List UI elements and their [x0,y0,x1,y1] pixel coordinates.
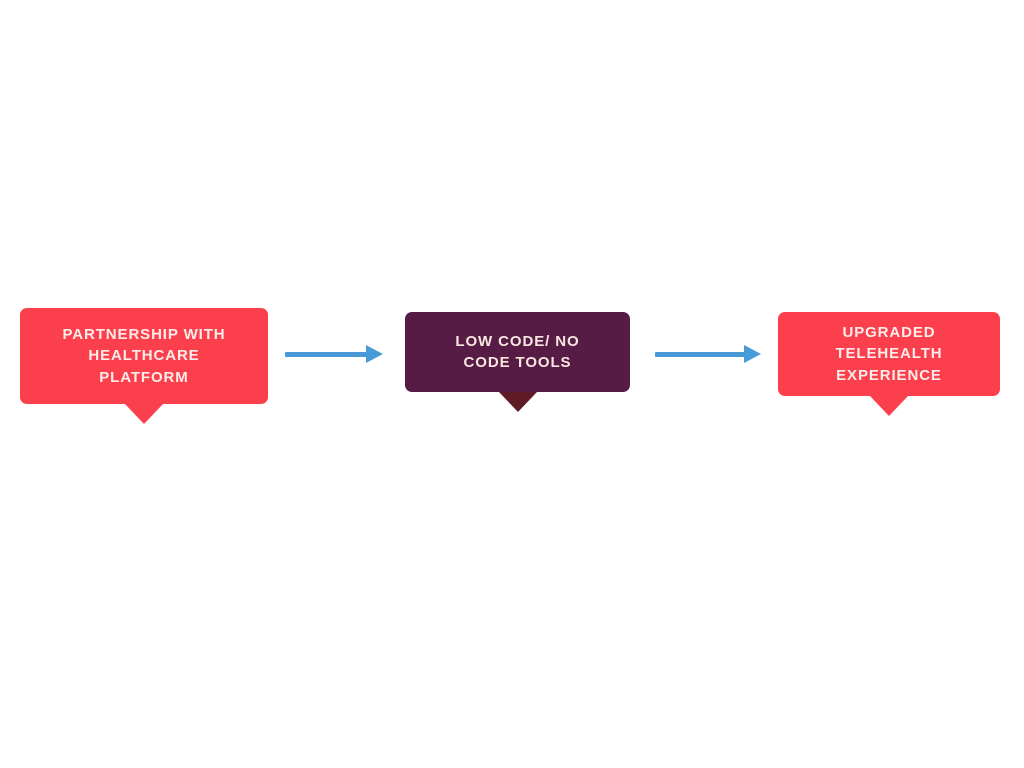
arrow-right-icon [366,345,383,363]
process-step-1-tail [125,404,163,424]
process-step-3-tail [870,396,908,416]
process-step-3[interactable]: UPGRADED TELEHEALTH EXPERIENCE [778,312,1000,416]
process-step-2[interactable]: LOW CODE/ NO CODE TOOLS [405,312,630,412]
arrow-right-icon [744,345,761,363]
connector-arrow-2-line [655,351,745,357]
process-step-2-label: LOW CODE/ NO CODE TOOLS [455,332,580,371]
process-step-2-tail [498,392,537,412]
connector-arrow-2 [655,344,761,364]
connector-arrow-1-line [285,351,367,357]
process-step-1[interactable]: PARTNERSHIP WITH HEALTHCARE PLATFORM [20,308,268,424]
process-step-3-label: UPGRADED TELEHEALTH EXPERIENCE [835,324,943,384]
connector-arrow-1 [285,344,383,364]
process-step-1-label: PARTNERSHIP WITH HEALTHCARE PLATFORM [62,326,226,386]
